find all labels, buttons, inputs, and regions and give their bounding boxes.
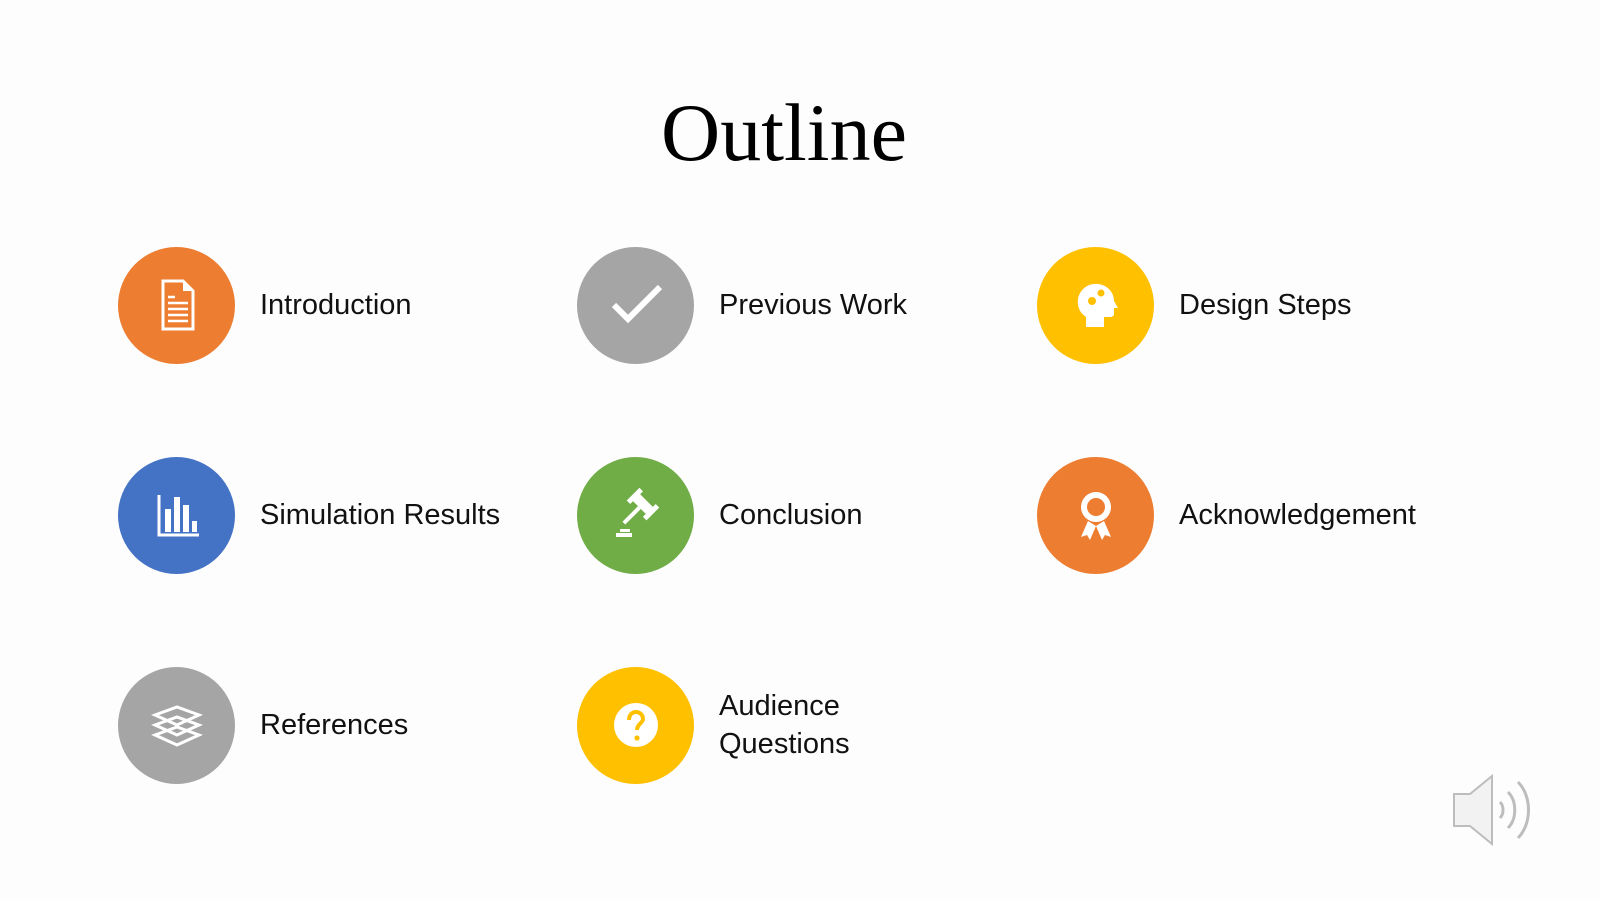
checkmark-icon: [577, 246, 694, 364]
item-label: Simulation Results: [260, 499, 501, 531]
books-icon: [118, 666, 235, 784]
item-label: Previous Work: [719, 289, 908, 321]
bar-chart-icon: [118, 456, 235, 574]
item-label: Introduction: [260, 289, 412, 321]
item-label: Audience Questions: [719, 690, 850, 760]
question-mark-icon: [577, 666, 694, 784]
outline-item-references: References: [118, 666, 408, 784]
item-label: Acknowledgement: [1179, 499, 1416, 531]
head-gears-icon: [1037, 246, 1154, 364]
outline-item-acknowledgement: Acknowledgement: [1037, 456, 1416, 574]
outline-item-conclusion: Conclusion: [577, 456, 862, 574]
slide-title: Outline: [661, 87, 907, 178]
audio-speaker-icon[interactable]: [1450, 772, 1542, 848]
outline-item-design-steps: Design Steps: [1037, 246, 1352, 364]
item-label: References: [260, 709, 409, 741]
item-label: Design Steps: [1179, 289, 1352, 321]
outline-item-introduction: Introduction: [118, 246, 412, 364]
gavel-icon: [577, 456, 694, 574]
outline-item-simulation-results: Simulation Results: [118, 456, 500, 574]
outline-item-previous-work: Previous Work: [577, 246, 907, 364]
item-label: Conclusion: [719, 499, 863, 531]
document-icon: [118, 246, 235, 364]
award-ribbon-icon: [1037, 456, 1154, 574]
outline-item-audience-questions: Audience Questions: [577, 666, 850, 784]
